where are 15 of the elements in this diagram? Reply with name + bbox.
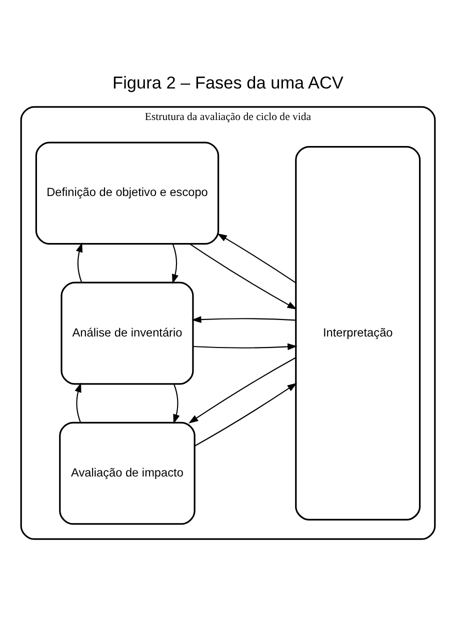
node-box: Definição de objetivo e escopo xyxy=(35,142,220,245)
arrow xyxy=(173,384,180,424)
node-box: Avaliação de impacto xyxy=(59,422,196,525)
arrow xyxy=(190,244,297,310)
arrow xyxy=(192,316,296,323)
arrow xyxy=(217,233,296,284)
diagram-title: Figura 2 – Fases da uma ACV xyxy=(112,72,344,92)
arrow xyxy=(194,382,298,446)
node-box: Análise de inventário xyxy=(60,282,194,385)
arrow xyxy=(172,244,178,284)
arrow xyxy=(76,242,82,283)
arrow xyxy=(193,343,298,350)
arrow xyxy=(74,382,82,423)
node-box: Interpretação xyxy=(295,146,421,520)
arrow xyxy=(188,357,296,424)
